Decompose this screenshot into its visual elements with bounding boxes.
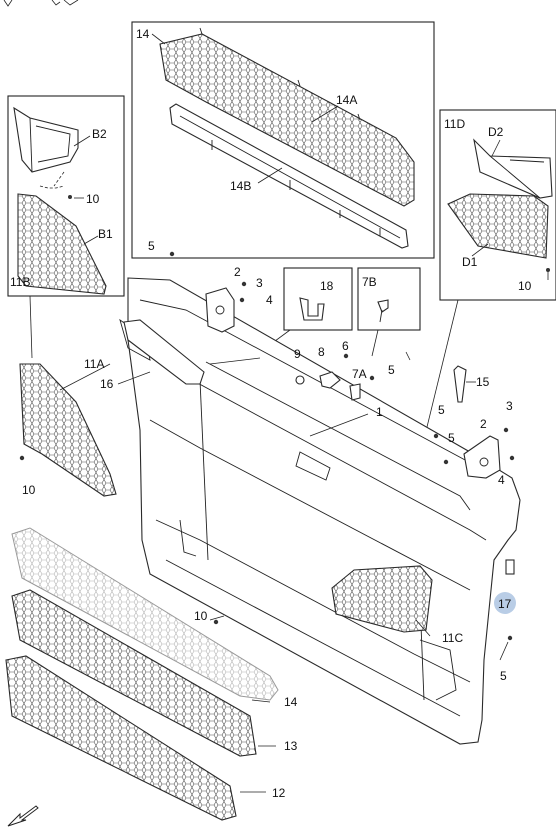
callout-2-a: 2: [234, 265, 241, 279]
part-7a[interactable]: [349, 383, 361, 401]
callout-7b: 7B: [362, 275, 377, 289]
callout-10-left: 10: [22, 483, 36, 497]
callout-18: 18: [320, 279, 334, 293]
callout-b1: B1: [98, 227, 113, 241]
grille-11a[interactable]: [19, 363, 117, 497]
callout-5-a: 5: [148, 239, 155, 253]
inset-box-18: [283, 267, 353, 331]
callout-15: 15: [476, 375, 490, 389]
callout-13: 13: [284, 739, 298, 753]
callout-17: 17: [498, 597, 512, 611]
callout-10-mid: 10: [194, 609, 208, 623]
leader-lines-main: [59, 351, 509, 793]
inset-box-11b: [7, 95, 125, 297]
clip-17[interactable]: [505, 559, 515, 575]
callout-5-b: 5: [388, 363, 395, 377]
part-d1[interactable]: [447, 193, 549, 259]
callout-labels: 14 14A 14B 11D D2 D1 10 B2 10 B1 11B 5 2…: [10, 27, 532, 800]
callout-3-a: 3: [256, 276, 263, 290]
callout-9: 9: [294, 347, 301, 361]
part-8[interactable]: [319, 371, 341, 389]
callout-8: 8: [318, 345, 325, 359]
callout-16: 16: [100, 377, 114, 391]
toolbar-fragment: [3, 0, 79, 7]
callout-5-d: 5: [448, 431, 455, 445]
part-7b[interactable]: [377, 299, 389, 323]
callout-14-bottom: 14: [284, 695, 298, 709]
grille-13[interactable]: [11, 589, 257, 757]
inset-box-14: [131, 21, 435, 259]
part-9[interactable]: [295, 375, 305, 385]
hinge-bracket-2-left[interactable]: [205, 287, 235, 333]
part-b1[interactable]: [17, 193, 107, 295]
grille-bracket-14b[interactable]: [169, 103, 409, 249]
grille-12[interactable]: [5, 655, 237, 821]
callout-1: 1: [376, 405, 383, 419]
callout-11a: 11A: [84, 357, 104, 371]
callout-17-highlight: [494, 592, 516, 614]
leader-lines-11b: [29, 135, 99, 359]
callout-6: 6: [342, 339, 349, 353]
callout-5-c: 5: [438, 403, 445, 417]
inset-box-7b: [357, 267, 421, 331]
callout-10-b: 10: [86, 192, 100, 206]
inset-box-11d: [439, 109, 556, 301]
fasteners: [19, 251, 515, 641]
hinge-bracket-2-right[interactable]: [463, 435, 501, 479]
grille-11c[interactable]: [331, 565, 433, 633]
callout-12: 12: [272, 786, 286, 800]
orientation-arrow-icon: [7, 805, 39, 827]
grille-14-lower[interactable]: [11, 527, 279, 701]
part-b2[interactable]: [13, 106, 79, 173]
callout-10-d: 10: [518, 279, 532, 293]
callout-d2: D2: [488, 125, 504, 139]
callout-2-b: 2: [480, 417, 487, 431]
callout-4-b: 4: [498, 473, 505, 487]
rod-15[interactable]: [453, 365, 467, 403]
callout-14a: 14A: [336, 93, 357, 107]
callout-4-a: 4: [266, 293, 273, 307]
part-d2[interactable]: [473, 138, 553, 199]
callout-5-e: 5: [500, 669, 507, 683]
callout-7a: 7A: [352, 367, 367, 381]
bracket-16[interactable]: [123, 319, 205, 385]
callout-14-top: 14: [136, 27, 150, 41]
callout-d1: D1: [462, 255, 478, 269]
callout-14b: 14B: [230, 179, 251, 193]
callout-11c: 11C: [442, 631, 463, 645]
part-18[interactable]: [299, 297, 325, 321]
callout-11d: 11D: [444, 117, 465, 131]
callout-11b: 11B: [10, 275, 30, 289]
leader-lines-14: [151, 33, 339, 184]
callout-b2: B2: [92, 127, 107, 141]
grille-upper-14a[interactable]: [159, 27, 415, 207]
callout-3-b: 3: [506, 399, 513, 413]
